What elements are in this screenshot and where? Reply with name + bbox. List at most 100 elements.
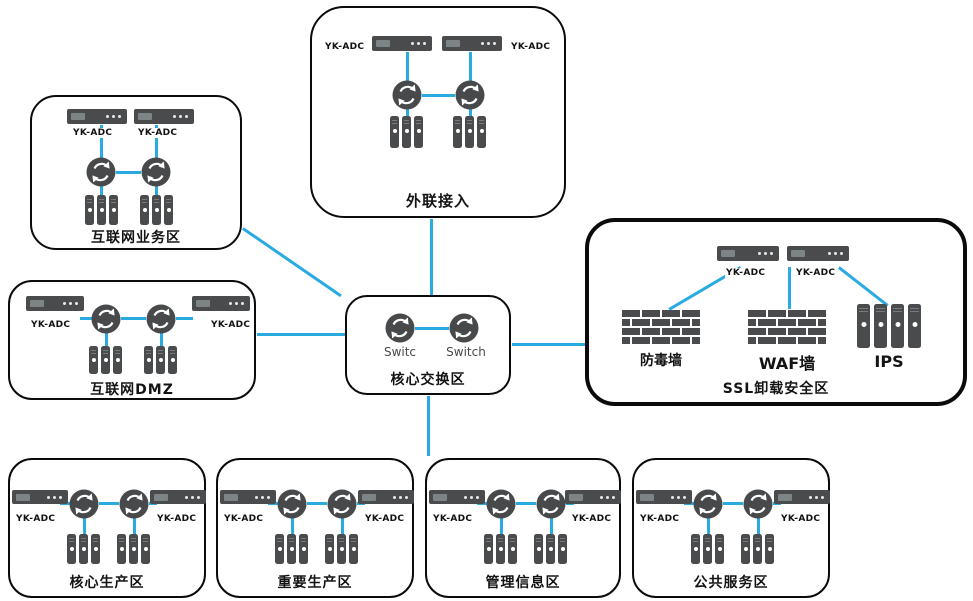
zone-management-info: YK-ADC YK-ADC 管理信息区 (425, 458, 621, 598)
cluster-line (121, 317, 146, 320)
zone-label: 管理信息区 (485, 575, 561, 591)
antivirus-wall-icon (621, 310, 701, 344)
connection-line-core-bottom (427, 396, 430, 456)
connection-line-external-core (430, 219, 433, 295)
server-rack-icon (144, 346, 177, 374)
adc-label: YK-ADC (210, 320, 252, 330)
load-balancer-icon (119, 489, 149, 519)
zone-label: 互联网DMZ (90, 382, 174, 398)
adc-label: YK-ADC (72, 128, 114, 138)
switch-icon (449, 313, 479, 343)
cluster-line (99, 502, 119, 505)
adc-label: YK-ADC (795, 268, 837, 278)
cluster-line (707, 518, 710, 534)
adc-label: YK-ADC (639, 514, 681, 524)
adc-label: YK-ADC (780, 514, 822, 524)
server-rack-icon (741, 534, 774, 564)
adc-label: YK-ADC (510, 42, 552, 52)
waf-wall-icon (747, 310, 827, 344)
device-label-antivirus: 防毒墙 (640, 353, 682, 369)
cluster-line (341, 518, 344, 534)
adc-appliance-icon (12, 490, 68, 504)
zone-ssl-offload: YK-ADC YK-ADC 防毒墙 WAF墙 IPS SSL卸载安全区 (585, 218, 967, 406)
server-rack-icon (325, 534, 358, 564)
zone-label: 互联网业务区 (91, 230, 181, 246)
cluster-line (80, 317, 92, 320)
adc-appliance-icon (429, 490, 485, 504)
server-rack-icon (140, 195, 173, 225)
cluster-line (757, 518, 760, 534)
zone-core-switch: Switc Switch 核心交换区 (345, 295, 511, 395)
load-balancer-icon (486, 489, 516, 519)
load-balancer-icon (693, 489, 723, 519)
adc-label: YK-ADC (432, 514, 474, 524)
cluster-line (291, 518, 294, 534)
adc-label: YK-ADC (30, 320, 72, 330)
load-balancer-icon (86, 157, 116, 187)
cluster-line (500, 518, 503, 534)
zone-public-service: YK-ADC YK-ADC 公共服务区 (632, 458, 830, 598)
cluster-line (422, 94, 455, 97)
cluster-line (83, 518, 86, 534)
adc-appliance-icon (442, 36, 502, 51)
adc-appliance-icon (220, 490, 276, 504)
adc-label: YK-ADC (223, 514, 265, 524)
adc-appliance-icon (358, 490, 414, 504)
load-balancer-icon (146, 304, 176, 334)
adc-appliance-icon (134, 109, 194, 124)
adc-appliance-icon (636, 490, 692, 504)
server-rack-icon (275, 534, 308, 564)
adc-appliance-icon (150, 490, 206, 504)
server-rack-icon (484, 534, 517, 564)
switch-icon (385, 313, 415, 343)
server-rack-icon (117, 534, 150, 564)
adc-appliance-icon (67, 109, 127, 124)
adc-label: YK-ADC (15, 514, 57, 524)
server-rack-icon (390, 116, 423, 148)
server-rack-icon (691, 534, 724, 564)
adc-appliance-icon (192, 296, 250, 311)
server-rack-icon (85, 195, 118, 225)
server-rack-icon (453, 116, 486, 148)
zone-label: 公共服务区 (693, 575, 769, 591)
zone-internet-business: YK-ADC YK-ADC 互联网业务区 (30, 95, 242, 250)
cluster-line (116, 171, 141, 174)
load-balancer-icon (392, 80, 422, 110)
cluster-line (160, 332, 163, 346)
load-balancer-icon (91, 304, 121, 334)
adc-appliance-icon (717, 246, 779, 261)
server-rack-icon (89, 346, 122, 374)
cluster-line (415, 327, 449, 330)
zone-label: 核心交换区 (390, 372, 466, 388)
connection-line-core-ssl (512, 343, 585, 346)
zone-core-production: YK-ADC YK-ADC 核心生产区 (8, 458, 206, 598)
adc-appliance-icon (787, 246, 849, 261)
zone-label: 核心生产区 (69, 575, 145, 591)
adc-appliance-icon (26, 296, 84, 311)
cluster-line (105, 332, 108, 346)
load-balancer-icon (277, 489, 307, 519)
adc-label: YK-ADC (364, 514, 406, 524)
zone-important-production: YK-ADC YK-ADC 重要生产区 (216, 458, 414, 598)
zone-internet-dmz: YK-ADC YK-ADC 互联网DMZ (8, 280, 256, 400)
adc-label: YK-ADC (156, 514, 198, 524)
load-balancer-icon (141, 157, 171, 187)
connection-line-business-core (242, 227, 342, 297)
load-balancer-icon (69, 489, 99, 519)
switch-label: Switch (446, 345, 486, 359)
adc-appliance-icon (372, 36, 432, 51)
cluster-line (550, 518, 553, 534)
device-label-waf: WAF墙 (758, 354, 816, 373)
adc-label: YK-ADC (137, 128, 179, 138)
server-rack-icon (67, 534, 100, 564)
adc-label: YK-ADC (324, 42, 366, 52)
cluster-line (516, 502, 536, 505)
cluster-line (788, 267, 791, 309)
adc-label: YK-ADC (725, 268, 767, 278)
cluster-line (176, 317, 193, 320)
adc-appliance-icon (565, 490, 621, 504)
adc-label: YK-ADC (571, 514, 613, 524)
device-label-ips: IPS (874, 352, 904, 371)
load-balancer-icon (743, 489, 773, 519)
